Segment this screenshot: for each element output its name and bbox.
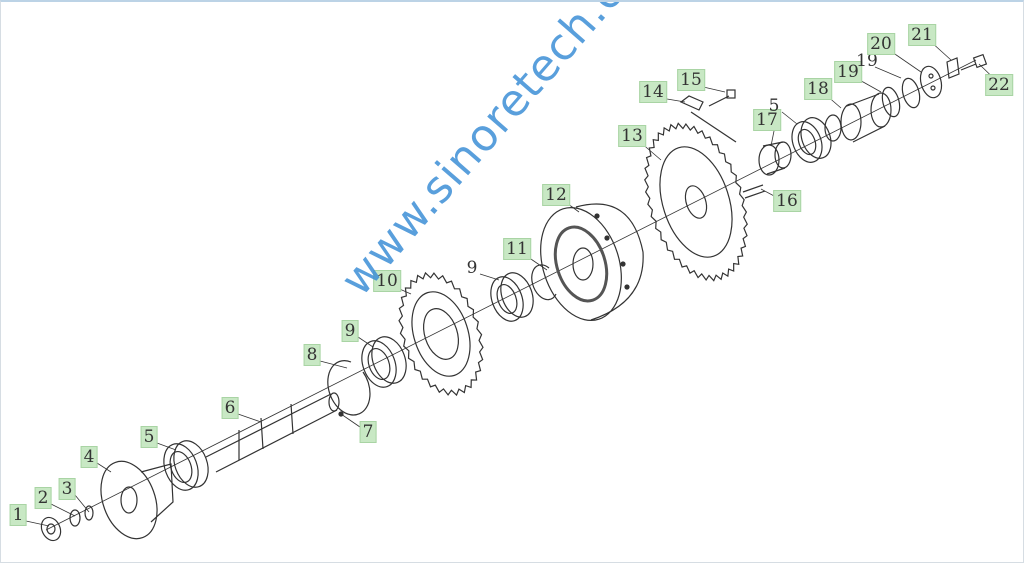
gear-teeth [644, 122, 748, 282]
callout-label-17: 17 [753, 109, 781, 131]
part-seal-rings [881, 77, 921, 118]
part-sleeve [758, 141, 792, 176]
part-lock-plate [946, 57, 960, 79]
callout-label-3: 3 [58, 478, 76, 500]
part-hub [824, 92, 892, 143]
callout-label-6: 6 [221, 397, 239, 419]
part-washer [69, 505, 94, 527]
gear-ring [659, 146, 733, 258]
callout-label-14: 14 [639, 81, 667, 103]
callout-label-19: 19 [856, 51, 878, 71]
callout-label-22: 22 [985, 74, 1013, 96]
callout-label-4: 4 [80, 446, 98, 468]
leader-line [479, 273, 500, 281]
leader-line [96, 462, 112, 473]
part-gear-small [398, 271, 484, 397]
gear-ring [423, 308, 459, 360]
callout-label-20: 20 [867, 33, 895, 55]
leader-line [237, 413, 262, 423]
callout-label-2: 2 [34, 487, 52, 509]
callout-label-8: 8 [303, 344, 321, 366]
leader-line [781, 111, 798, 125]
part-bearing [361, 336, 407, 388]
part-bearing [791, 117, 832, 163]
callout-label-11: 11 [503, 238, 531, 260]
callout-label-7: 7 [359, 421, 377, 443]
part-shaft [205, 392, 340, 473]
callout-label-10: 10 [373, 270, 401, 292]
part-end-washer [919, 65, 943, 99]
leader-line [50, 503, 76, 517]
callout-label-12: 12 [542, 184, 570, 206]
callout-label-15: 15 [677, 69, 705, 91]
callout-label-5: 5 [140, 426, 158, 448]
gear-ring [684, 185, 708, 219]
gear-teeth [398, 271, 484, 397]
callout-label-5: 5 [768, 96, 780, 116]
callout-label-9: 9 [466, 258, 478, 278]
leader-line [25, 520, 50, 527]
part-bearing [163, 440, 209, 491]
leader-line [156, 442, 177, 451]
leader-line [319, 360, 348, 369]
part-clutch-drum [540, 203, 644, 321]
part-bolt [960, 53, 988, 71]
part-nut [40, 516, 62, 542]
callout-label-13: 13 [618, 125, 646, 147]
callout-label-21: 21 [908, 24, 936, 46]
leader-line [74, 494, 90, 513]
part-gear-large [644, 122, 748, 282]
callout-label-19: 19 [834, 61, 862, 83]
callout-label-1: 1 [9, 504, 27, 526]
part-pin [742, 184, 766, 199]
leader-line [357, 336, 374, 348]
part-lock-plate-bolt [679, 89, 737, 143]
callout-label-9: 9 [341, 320, 359, 342]
leader-line [874, 66, 902, 79]
callout-label-16: 16 [773, 190, 801, 212]
part-bearing [490, 272, 534, 322]
gear-ring [411, 291, 471, 377]
callout-label-18: 18 [804, 78, 832, 100]
part-circlip [531, 264, 557, 301]
